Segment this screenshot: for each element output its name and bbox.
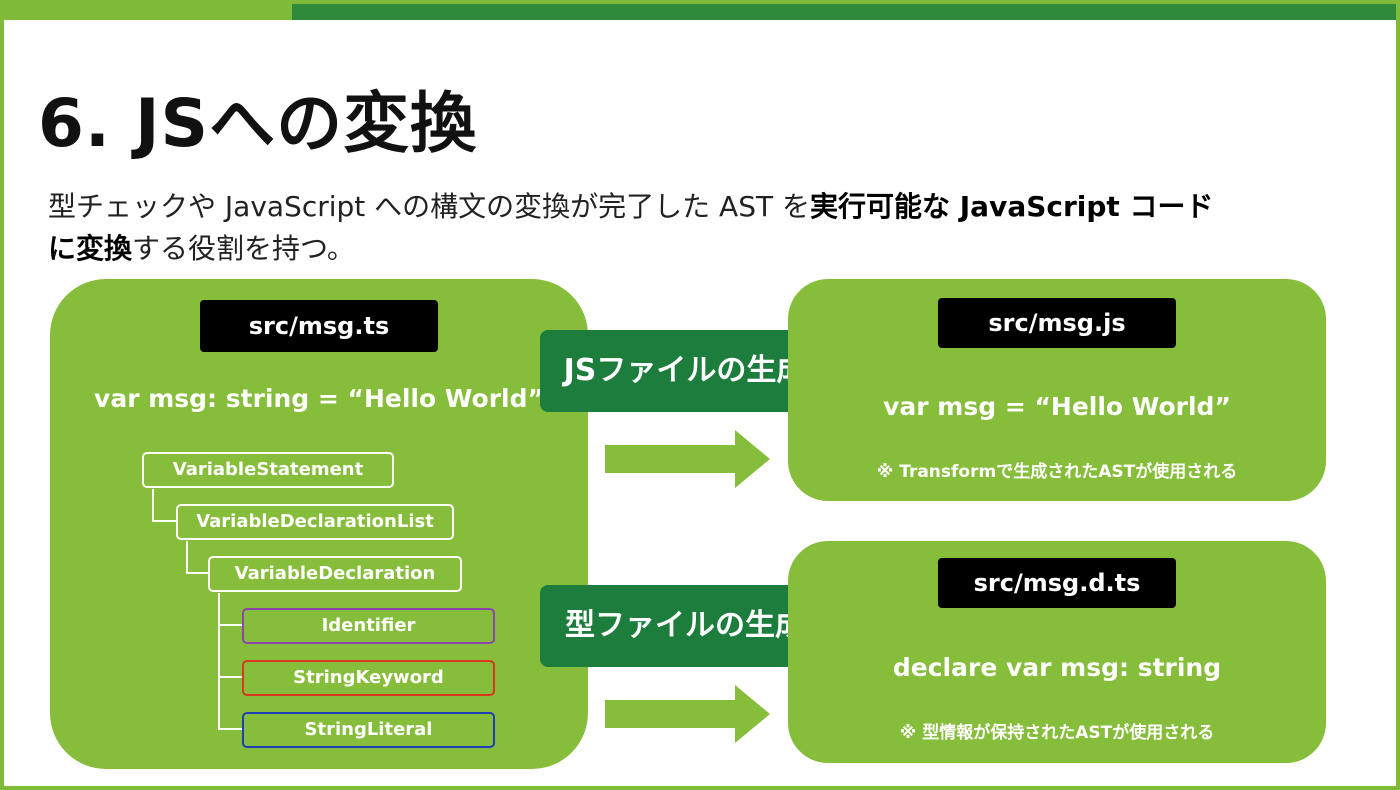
ast-node-identifier: Identifier [242,608,495,644]
description-text-1: 型チェックや JavaScript への構文の変換が完了した AST を [48,190,810,223]
output-js-code: var msg = “Hello World” [883,392,1231,421]
source-code: var msg: string = “Hello World” [94,384,544,413]
js-generation-label: JSファイルの生成 [540,330,830,412]
ast-node-variable-declaration: VariableDeclaration [208,556,462,592]
output-js-note: ※ Transformで生成されたASTが使用される [876,462,1238,482]
ast-node-variable-declaration-list: VariableDeclarationList [176,504,454,540]
ast-node-string-literal: StringLiteral [242,712,495,748]
ast-connector [186,541,208,574]
source-panel [50,279,588,769]
slide-title: 6. JSへの変換 [38,85,478,162]
description-bold-1: 実行可能な JavaScript コード [810,190,1214,223]
slide-description: 型チェックや JavaScript への構文の変換が完了した AST を実行可能… [48,186,1348,270]
ast-node-string-keyword: StringKeyword [242,660,495,696]
output-dts-filename: src/msg.d.ts [938,558,1176,608]
arrow-right-icon [605,430,770,488]
ast-node-variable-statement: VariableStatement [142,452,394,488]
output-dts-note: ※ 型情報が保持されたASTが使用される [899,723,1215,743]
ast-connector [152,489,176,522]
top-accent-bar-light [0,0,292,20]
output-dts-code: declare var msg: string [892,653,1222,682]
ast-connector [218,593,242,730]
output-js-filename: src/msg.js [938,298,1176,348]
source-filename: src/msg.ts [200,300,438,352]
dts-generation-label: 型ファイルの生成 [540,585,830,667]
description-bold-2: に変換 [48,232,133,265]
top-accent-bar-dark [292,0,1400,20]
arrow-right-icon [605,685,770,743]
description-text-2: する役割を持つ。 [132,232,355,265]
